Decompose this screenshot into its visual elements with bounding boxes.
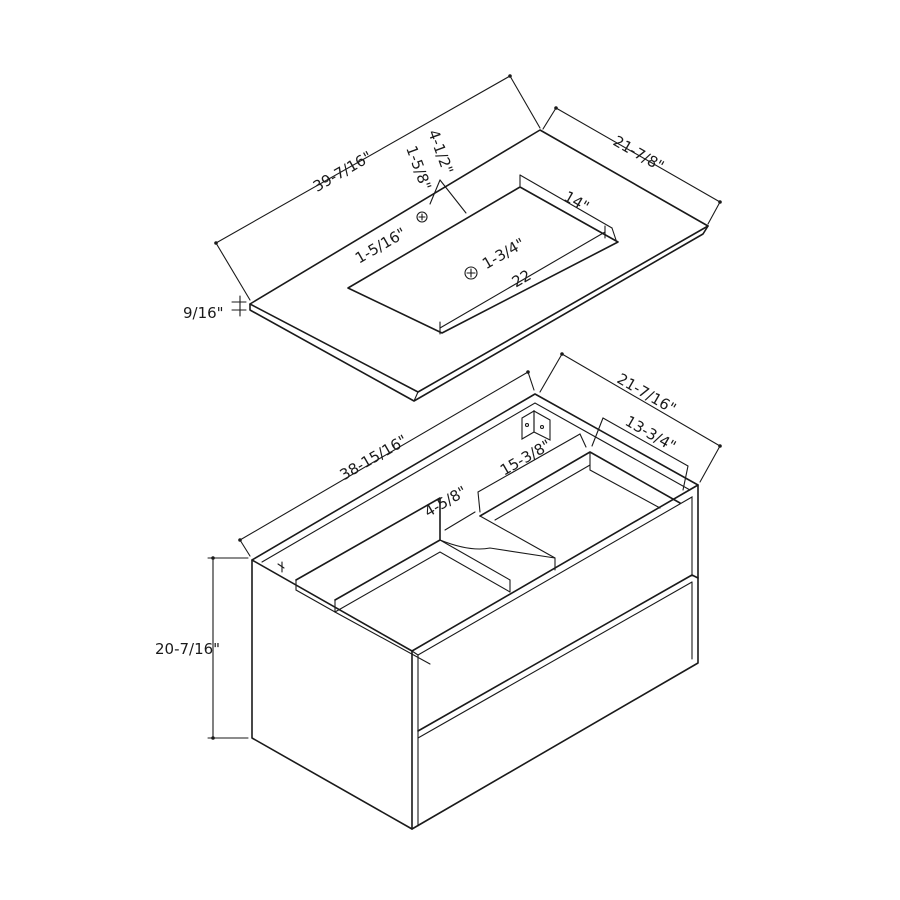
label-cab-height: 20-7/16" — [155, 640, 220, 658]
faucet-hole-icon — [416, 211, 428, 223]
label-top-depth: 21-7/8" — [610, 132, 667, 175]
cabinet-interior-left — [295, 497, 441, 601]
label-top-width: 39-7/16" — [310, 148, 375, 196]
dimension-labels: 39-7/16" 21-7/8" 4-1/2" 1-5/8" 1-5/16" 1… — [155, 127, 679, 658]
cabinet — [251, 393, 699, 830]
label-cab-depth: 21-7/16" — [614, 370, 679, 418]
countertop-top-face — [249, 129, 709, 393]
cabinet-right-side — [411, 484, 699, 830]
drain-icon — [464, 266, 478, 280]
countertop — [249, 129, 709, 402]
label-top-hole-side: 1-5/8" — [402, 143, 435, 192]
label-cab-width: 38-15/16" — [337, 431, 411, 484]
cabinet-dimensions — [207, 352, 722, 740]
top-drawer-front — [417, 496, 693, 656]
cabinet-top-rim-inner — [261, 402, 691, 563]
label-cab-cutout-width: 15-3/8" — [497, 436, 554, 479]
drawer-divider — [417, 574, 699, 732]
label-top-hole-dia: 1-5/16" — [352, 224, 409, 267]
sink-basin — [347, 186, 619, 334]
countertop-corner-edge — [413, 391, 419, 402]
cabinet-left-side — [251, 559, 413, 830]
label-top-thickness: 9/16" — [183, 304, 224, 322]
hinge-bracket-icon — [521, 410, 551, 441]
label-cab-cutout-depth: 4-5/8" — [421, 482, 470, 521]
label-drain-dia: 1-3/4" — [479, 234, 528, 273]
countertop-dimensions — [214, 74, 722, 335]
